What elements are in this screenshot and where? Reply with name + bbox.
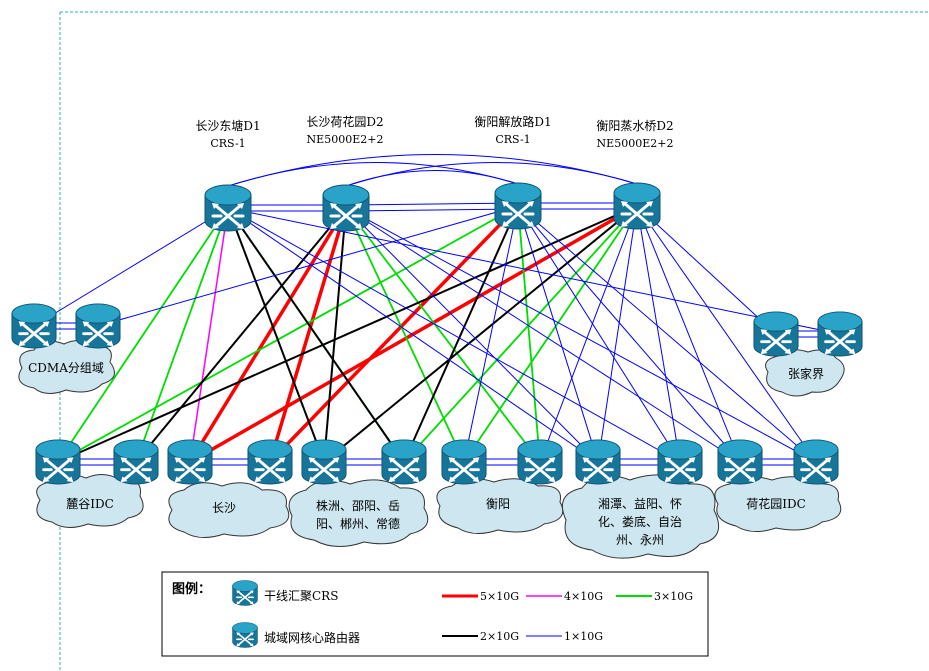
link-blu: [539, 205, 638, 463]
link-blu: [636, 205, 777, 335]
metro-router-icon: [35, 438, 81, 486]
core-router-icon: [204, 183, 252, 233]
link-blu: [636, 205, 741, 463]
metro-router-icon: [301, 438, 347, 486]
legend-label-2x10g: 2×10G: [480, 630, 519, 643]
legend-label-5x10g: 5×10G: [480, 590, 519, 603]
link-grn: [57, 205, 519, 463]
metro-router-icon: [517, 438, 563, 486]
link-blk: [227, 207, 325, 463]
core-router-icon: [322, 183, 370, 233]
core-label-name: 衡阳蒸水桥D2: [596, 119, 673, 133]
core-label-model: NE5000E2+2: [597, 137, 674, 150]
link-blk: [135, 207, 347, 463]
link-blk: [323, 207, 347, 463]
link-grn: [345, 207, 465, 463]
link-blu: [517, 205, 741, 463]
core-label-name: 衡阳解放路D1: [474, 114, 551, 129]
cloud-label-changsha: 长沙: [212, 501, 236, 515]
link-blk: [323, 205, 638, 463]
metro-router-icon: [11, 302, 57, 350]
link-blu: [463, 205, 519, 463]
link-grn: [57, 207, 229, 463]
link-blu: [636, 205, 681, 463]
link-blk: [403, 205, 519, 463]
metro-router-icon: [717, 438, 763, 486]
metro-router-icon: [657, 438, 703, 486]
links-layer: [33, 154, 841, 466]
core-router-icon: [494, 181, 542, 231]
metro-router-icon: [232, 621, 258, 649]
legend-metro-label: 城域网核心路由器: [264, 630, 360, 645]
link-blu: [345, 207, 741, 463]
legend-title: 图例：: [172, 581, 211, 597]
cloud-zhuzhou: [288, 479, 429, 547]
link-pair: [345, 208, 519, 212]
cloud-label-zhuzhou-line1: 株洲、邵阳、岳: [316, 498, 400, 513]
metro-router-icon: [575, 438, 621, 486]
core-router-icon: [613, 181, 661, 231]
legend-crs-label: 干线汇聚CRS: [264, 589, 338, 603]
link-blu: [517, 205, 817, 463]
metro-router-icon: [441, 438, 487, 486]
metro-router-icon: [247, 438, 293, 486]
link-grn: [403, 205, 638, 463]
link-arc: [345, 170, 519, 187]
routers-layer: [11, 181, 863, 486]
legend-label-4x10g: 4×10G: [564, 590, 603, 603]
link-blu: [227, 207, 681, 463]
link-red: [189, 204, 638, 464]
core-label-name: 长沙东塘D1: [195, 118, 260, 133]
metro-router-icon: [381, 438, 427, 486]
link-red: [188, 207, 348, 463]
link-blu: [597, 205, 638, 463]
link-blu: [227, 207, 599, 463]
cloud-label-hengyang: 衡阳: [486, 497, 510, 511]
core-labels: 长沙东塘D1 CRS-1 长沙荷花园D2 NE5000E2+2 衡阳解放路D1 …: [195, 114, 673, 150]
metro-router-icon: [113, 438, 159, 486]
core-label-name: 长沙荷花园D2: [306, 114, 383, 129]
metro-router-icon: [167, 438, 213, 486]
metro-router-icon: [793, 438, 839, 486]
cloud-label-xiangtan-line2: 化、娄底、自治: [598, 514, 682, 529]
crs-router-icon: [232, 579, 258, 607]
link-grn: [463, 205, 638, 463]
link-mag: [189, 207, 229, 463]
legend-label-1x10g: 1×10G: [564, 630, 603, 643]
legend: 图例： 干线汇聚CRS 城域网核心路由器 5×10G 4×10G 3×10G 2…: [161, 571, 709, 657]
cloud-label-lugu-idc: 麓谷IDC: [66, 497, 114, 511]
link-red: [268, 207, 348, 463]
cloud-changsha: [168, 482, 290, 538]
link-pair: [345, 202, 519, 206]
link-blu: [636, 205, 817, 463]
link-blu: [517, 205, 681, 463]
cloud-label-cdma: CDMA分组域: [28, 361, 104, 375]
cloud-labels: CDMA分组域 张家界 麓谷IDC 长沙 株洲、邵阳、岳 阳、郴州、常德 衡阳 …: [28, 361, 824, 547]
core-label-model: CRS-1: [210, 137, 245, 150]
core-label-model: CRS-1: [495, 133, 530, 146]
cloud-label-xiangtan-line3: 州、永州: [616, 533, 664, 547]
metro-router-icon: [817, 310, 863, 358]
core-label-model: NE5000E2+2: [307, 133, 384, 146]
link-grn: [345, 207, 541, 463]
link-blu: [33, 207, 229, 327]
legend-label-3x10g: 3×10G: [654, 590, 693, 603]
link-blu: [517, 205, 599, 463]
cloud-label-zhuzhou-line2: 阳、郴州、常德: [316, 516, 400, 531]
link-blu: [97, 205, 519, 327]
cloud-label-zhangjiajie: 张家界: [788, 366, 824, 381]
cloud-label-hehuayuan-idc: 荷花园IDC: [746, 496, 806, 511]
cloud-label-xiangtan-line1: 湘潭、益阳、怀: [598, 496, 682, 511]
link-blk: [57, 205, 638, 463]
metro-router-icon: [75, 302, 121, 350]
link-red: [268, 204, 520, 464]
metro-router-icon: [753, 310, 799, 358]
link-blu: [345, 207, 817, 463]
